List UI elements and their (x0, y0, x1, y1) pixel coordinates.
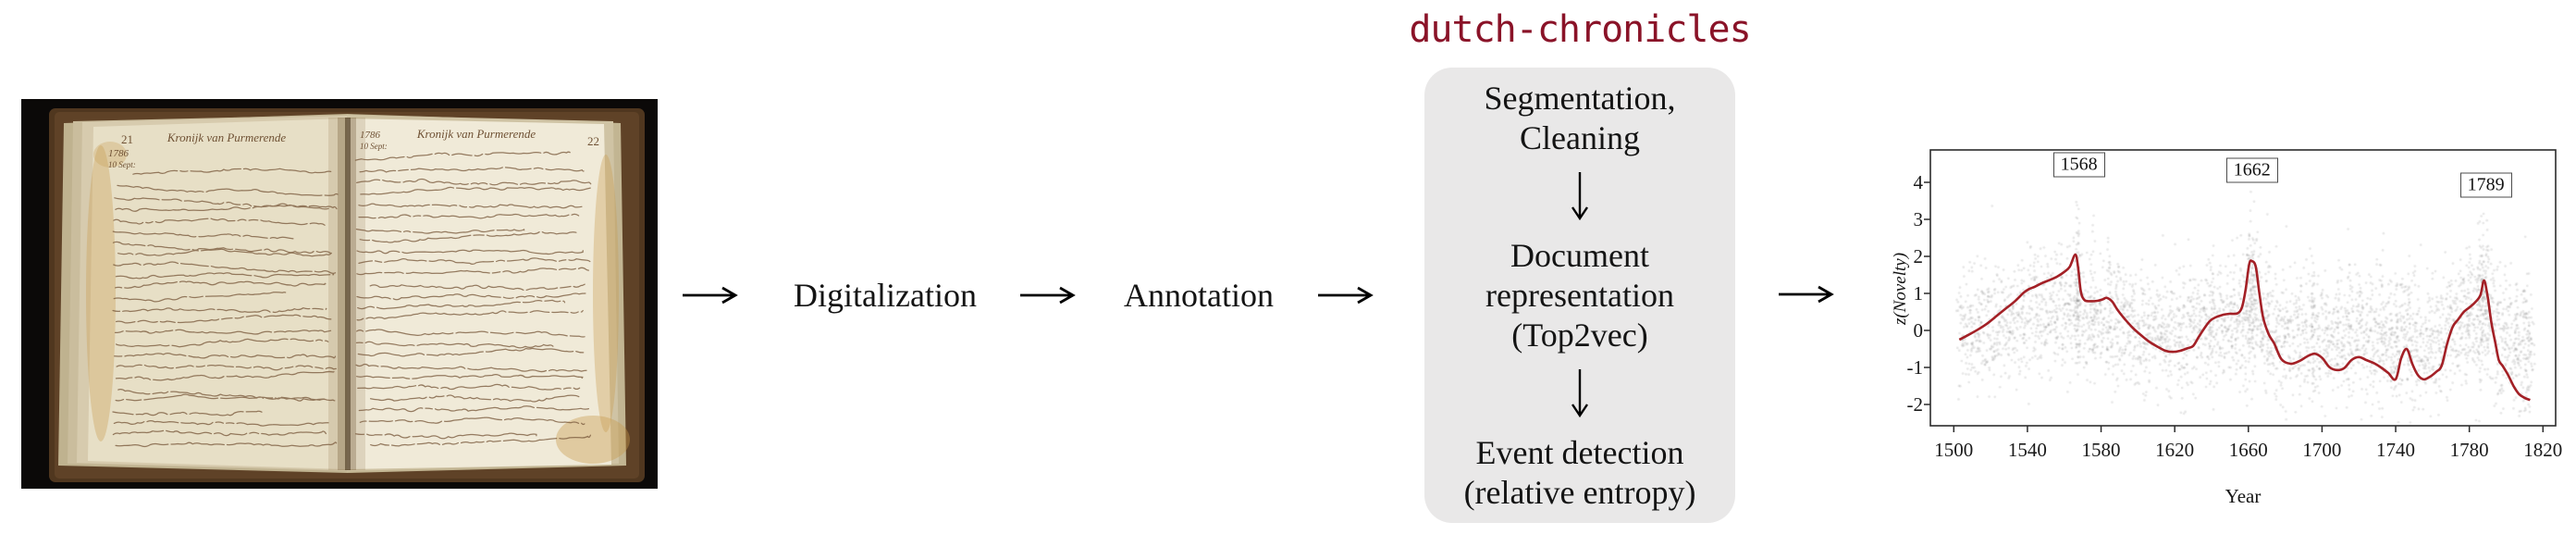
right-margin-note: 10 Sept: (360, 142, 388, 151)
y-tick-label: 2 (1913, 245, 1924, 267)
gutter-shadow (328, 118, 365, 470)
right-page-header: Kronijk van Purmerende (416, 127, 536, 141)
annotation-label: 1662 (2233, 159, 2271, 180)
y-tick-label: 3 (1913, 208, 1924, 230)
down-arrow-icon (1569, 170, 1591, 224)
annotation-label: 1568 (2060, 154, 2098, 175)
handwriting-right-page (354, 151, 592, 447)
pipeline-step-event-detection: Event detection (relative entropy) (1464, 433, 1696, 513)
dataset-title: dutch-chronicles (1409, 8, 1751, 51)
pipeline-step-segmentation: Segmentation, Cleaning (1485, 79, 1676, 158)
step-label-digitalization: Digitalization (794, 277, 977, 314)
step-label-annotation: Annotation (1124, 277, 1274, 314)
annotation-label: 1789 (2467, 174, 2505, 195)
x-tick-label: 1580 (2081, 439, 2121, 461)
x-tick-label: 1820 (2523, 439, 2563, 461)
y-tick-label: 0 (1913, 319, 1924, 342)
event-annotation-1568: 1568 (2052, 152, 2105, 178)
x-axis-label: Year (2225, 485, 2262, 507)
step-line: Document (1510, 236, 1649, 274)
legible-text: 21 Kronijk van Purmerende 1786 10 Sept: … (108, 127, 599, 169)
step-line: representation (1485, 276, 1674, 314)
step-line: Cleaning (1520, 118, 1640, 156)
flow-arrow-4-icon (1777, 283, 1838, 305)
flow-arrow-2-icon (1018, 284, 1079, 306)
right-year-note: 1786 (360, 130, 381, 141)
page-stains (86, 142, 630, 464)
flow-arrow-1-icon (681, 284, 742, 306)
left-year-note: 1786 (108, 148, 129, 159)
step-line: Event detection (1475, 433, 1684, 471)
y-tick-label: -2 (1906, 393, 1924, 416)
down-arrow-icon (1569, 367, 1591, 421)
x-tick-label: 1740 (2376, 439, 2416, 461)
x-tick-label: 1620 (2155, 439, 2195, 461)
x-tick-label: 1700 (2302, 439, 2342, 461)
x-tick-label: 1780 (2449, 439, 2489, 461)
y-axis-label: z(Novelty) (1891, 252, 1910, 326)
event-annotation-1662: 1662 (2225, 157, 2278, 183)
left-page-number: 21 (121, 132, 133, 146)
handwriting-left-page (112, 168, 339, 448)
manuscript-book-illustration: 21 Kronijk van Purmerende 1786 10 Sept: … (21, 99, 658, 489)
left-page-header: Kronijk van Purmerende (166, 131, 287, 144)
scatter-points-layer (1878, 130, 2576, 537)
y-tick-label: 1 (1913, 282, 1924, 305)
x-tick-label: 1660 (2228, 439, 2268, 461)
left-margin-note: 10 Sept: (108, 160, 136, 169)
chart-axes-and-line (1924, 149, 2557, 432)
y-tick-label: -1 (1906, 356, 1924, 379)
novelty-chart: 1500 1540 1580 1620 1660 1700 1740 1780 … (1878, 130, 2576, 537)
manuscript-photo: 21 Kronijk van Purmerende 1786 10 Sept: … (21, 99, 658, 489)
flow-arrow-3-icon (1316, 284, 1377, 306)
step-line: (relative entropy) (1463, 473, 1696, 511)
x-tick-label: 1540 (2007, 439, 2047, 461)
event-annotation-1789: 1789 (2459, 172, 2512, 198)
step-line: Segmentation, (1484, 79, 1676, 117)
pipeline-step-representation: Document representation (Top2vec) (1485, 236, 1674, 355)
x-tick-label: 1500 (1934, 439, 1974, 461)
step-line: (Top2vec) (1511, 316, 1648, 354)
y-tick-label: 4 (1913, 171, 1924, 193)
right-page-number: 22 (587, 134, 599, 148)
pipeline-box: Segmentation, Cleaning Document represen… (1424, 68, 1735, 523)
